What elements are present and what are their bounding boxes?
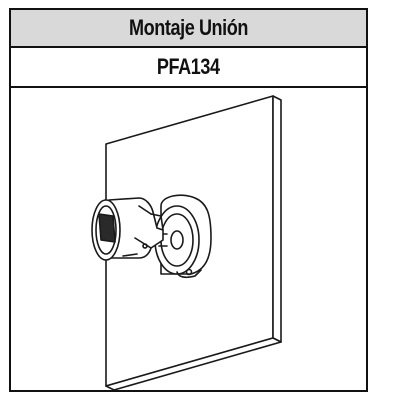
title-bar: Montaje Unión <box>11 10 366 48</box>
junction-box-icon <box>154 194 212 278</box>
mount-card: Montaje Unión PFA134 <box>9 8 368 392</box>
model-bar: PFA134 <box>11 48 366 88</box>
model-number: PFA134 <box>157 54 220 79</box>
mounting-diagram <box>91 95 282 390</box>
bullet-camera-icon <box>91 197 164 261</box>
installation-illustration <box>11 88 366 390</box>
page-title: Montaje Unión <box>129 15 248 40</box>
